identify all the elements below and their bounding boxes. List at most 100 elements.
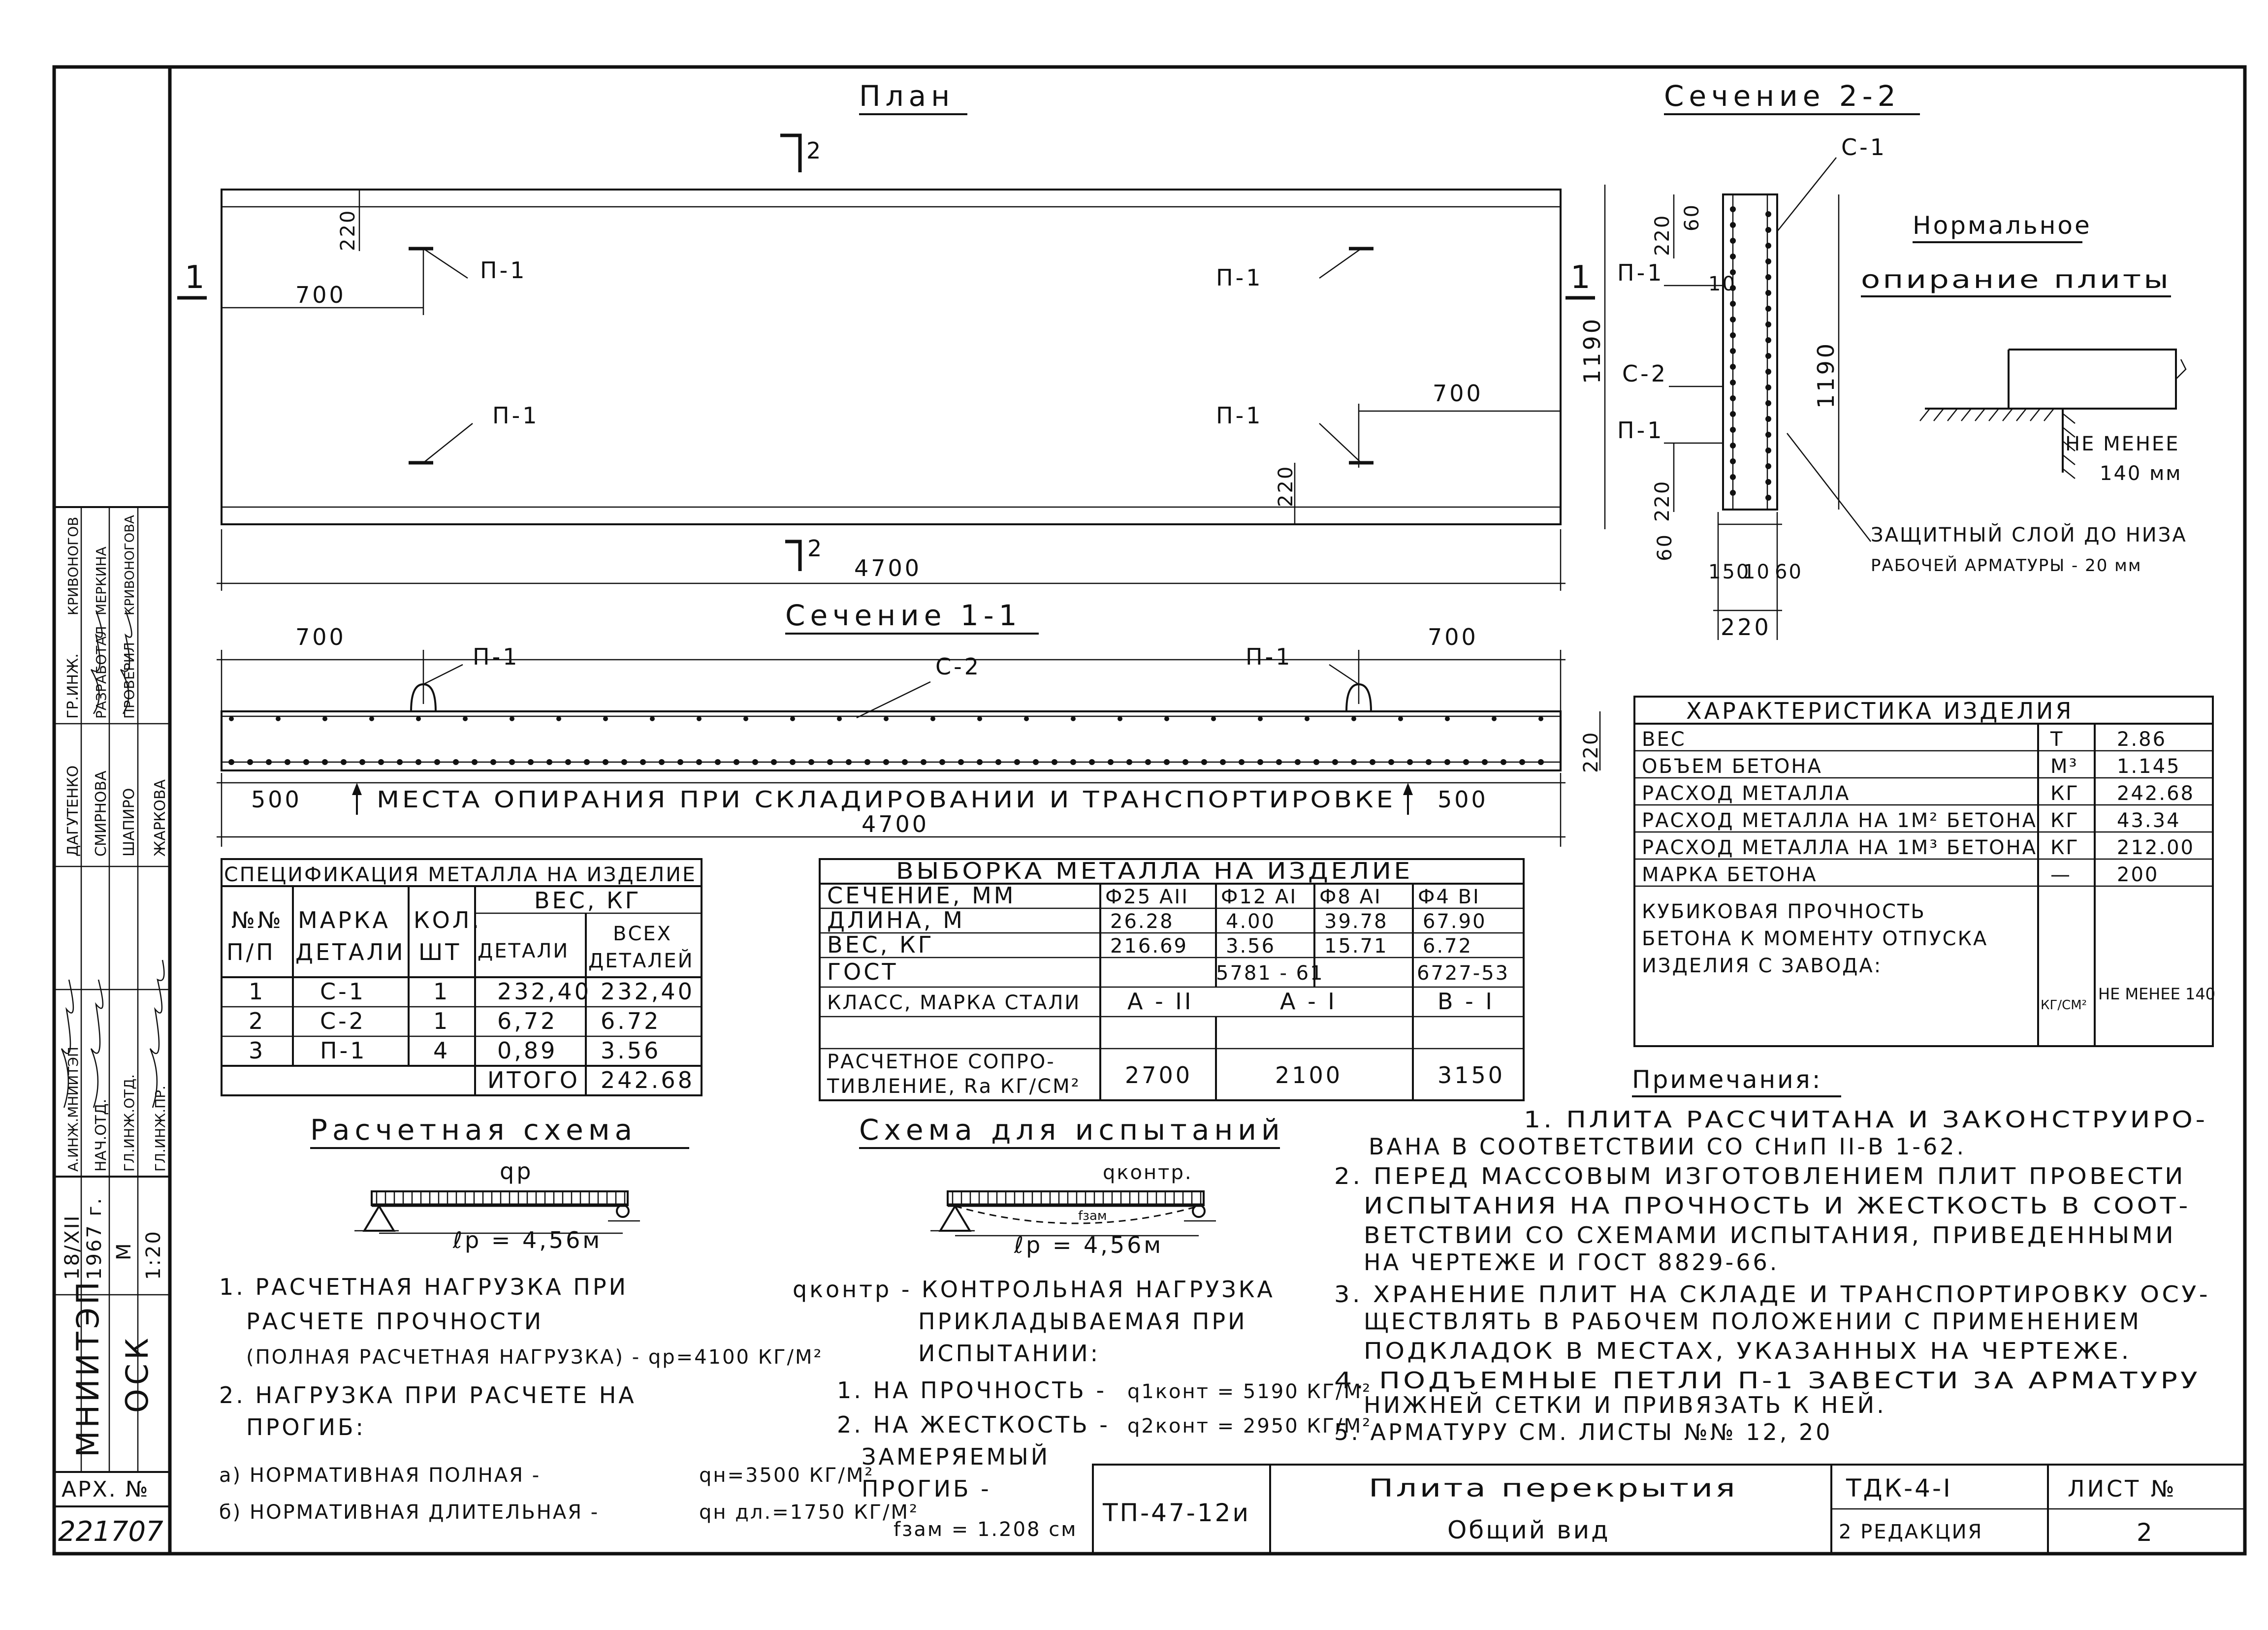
rebar-dot bbox=[640, 759, 646, 765]
rebar-dot bbox=[565, 759, 571, 765]
hatch-line bbox=[1933, 408, 1944, 421]
rebar-dot bbox=[1351, 759, 1357, 765]
section22-p1-bot: П-1 bbox=[1617, 417, 1664, 444]
section11-title: Сечение 1-1 bbox=[785, 599, 1022, 632]
note-line-5: ВЕТСТВИИ СО СХЕМАМИ ИСПЫТАНИЯ, ПРИВЕДЕНН… bbox=[1364, 1222, 2176, 1248]
rebar-dot bbox=[697, 716, 702, 721]
rebar-dot bbox=[1445, 716, 1450, 721]
sidebar-year: 1967 г. bbox=[83, 1197, 106, 1280]
plan-loop-2: П-1 bbox=[492, 402, 539, 429]
tb-sheet-label: ЛИСТ № bbox=[2068, 1475, 2177, 1502]
sel-gost2: 6727-53 bbox=[1417, 962, 1509, 985]
rebar-dot bbox=[1730, 348, 1736, 354]
rebar-dot bbox=[1398, 716, 1403, 721]
section22-d60b: 60 bbox=[1654, 533, 1676, 561]
spec-row-qty: 1 bbox=[433, 1008, 450, 1034]
sel-class2: А - I bbox=[1280, 988, 1337, 1015]
rebar-dot bbox=[790, 716, 795, 721]
rebar-dot bbox=[977, 716, 982, 721]
rebar-dot bbox=[1730, 269, 1736, 275]
test-l2: ПРИКЛАДЫВАЕМАЯ ПРИ bbox=[918, 1308, 1247, 1335]
spec-h-weight: ВЕС, КГ bbox=[534, 887, 641, 914]
section22-d60c: 60 bbox=[1775, 561, 1803, 583]
note-line-1: 1. ПЛИТА РАССЧИТАНА И ЗАКОНСТРУИРО- bbox=[1524, 1106, 2208, 1133]
rebar-dot bbox=[1071, 716, 1076, 721]
char-row-unit: М³ bbox=[2050, 755, 2078, 778]
char-row-name: РАСХОД МЕТАЛЛА НА 1М³ БЕТОНА bbox=[1642, 836, 2037, 859]
calc-l7v: qн дл.=1750 КГ/М² bbox=[699, 1501, 919, 1524]
rebar-dot bbox=[1257, 759, 1263, 765]
hatch-line bbox=[1919, 408, 1930, 421]
rebar-dot bbox=[1765, 479, 1771, 485]
tb-name1: Плита перекрытия bbox=[1369, 1474, 1738, 1502]
rebar-dot bbox=[1519, 759, 1525, 765]
rebar-dot bbox=[1765, 274, 1771, 280]
rebar-dot bbox=[1765, 447, 1771, 453]
char-row-unit: КГ bbox=[2050, 782, 2079, 805]
rebar-dot bbox=[1765, 353, 1771, 359]
support-title1: Нормальное bbox=[1913, 211, 2092, 240]
signature-5 bbox=[149, 959, 165, 1108]
support-note2: 140 мм bbox=[2100, 462, 2182, 485]
sel-weight: 3.56 bbox=[1226, 935, 1276, 958]
sel-class3: В - I bbox=[1437, 988, 1495, 1015]
rebar-dot bbox=[1201, 759, 1207, 765]
hatch-line bbox=[1961, 408, 1972, 421]
plan-cut2-bottom: 2 bbox=[807, 535, 824, 562]
test-span: ℓр = 4,56м bbox=[1014, 1232, 1163, 1258]
rebar-dot bbox=[1211, 716, 1216, 721]
support-detail: Нормальное опирание плиты НЕ МЕНЕЕ 140 м… bbox=[1787, 211, 2187, 575]
rebar-dot bbox=[415, 759, 421, 765]
sidebar-role-3: ГЛ.ИНЖ.ОТД. bbox=[121, 1074, 137, 1172]
test-f: fзам bbox=[1078, 1209, 1107, 1223]
calc-q: qр bbox=[500, 1158, 533, 1184]
char-row-name: ВЕС bbox=[1642, 728, 1686, 751]
rebar-dot bbox=[1730, 317, 1736, 322]
char-row-value: 43.34 bbox=[2117, 809, 2181, 832]
plan-loop-1: П-1 bbox=[480, 257, 527, 284]
rebar-dot bbox=[453, 759, 459, 765]
note-line-10: 4. ПОДЪЕМНЫЕ ПЕТЛИ П-1 ЗАВЕСТИ ЗА АРМАТУ… bbox=[1334, 1367, 2201, 1394]
rebar-dot bbox=[266, 759, 272, 765]
rebar-dot bbox=[1276, 759, 1282, 765]
test-q: qконтр. bbox=[1103, 1161, 1193, 1184]
tb-name2: Общий вид bbox=[1447, 1516, 1610, 1544]
rebar-dot bbox=[1089, 759, 1095, 765]
section11-dim-700-right: 700 bbox=[1428, 624, 1478, 650]
test-l4: 1. НА ПРОЧНОСТЬ - bbox=[837, 1377, 1107, 1404]
rebar-dot bbox=[995, 759, 1001, 765]
note-line-11: НИЖНЕЙ СЕТКИ И ПРИВЯЗАТЬ К НЕЙ. bbox=[1364, 1392, 1886, 1418]
test-l4v: q1конт = 5190 КГ/М² bbox=[1127, 1380, 1372, 1403]
hatch-line bbox=[2062, 468, 2076, 479]
hatch-line bbox=[2062, 454, 2076, 465]
rebar-dot bbox=[621, 759, 627, 765]
char-row-value: 200 bbox=[2117, 863, 2159, 886]
sel-title: ВЫБОРКА МЕТАЛЛА НА ИЗДЕЛИЕ bbox=[896, 858, 1413, 884]
section22-d220b: 220 bbox=[1651, 480, 1674, 522]
rebar-dot bbox=[1407, 759, 1413, 765]
plan-loop-4: П-1 bbox=[1216, 402, 1263, 429]
rebar-dot bbox=[1052, 759, 1057, 765]
rebar-dot bbox=[397, 759, 403, 765]
section11-dim-220: 220 bbox=[1580, 731, 1602, 773]
sidebar-arch-no: 221707 bbox=[58, 1516, 163, 1548]
tb-series: ТДК-4-I bbox=[1846, 1474, 1952, 1502]
rebar-dot bbox=[341, 759, 347, 765]
rebar-dot bbox=[1765, 258, 1771, 264]
rebar-dot bbox=[472, 759, 478, 765]
section11-mesh: С-2 bbox=[935, 653, 981, 680]
rebar-dot bbox=[1118, 716, 1122, 721]
rebar-dot bbox=[1463, 759, 1469, 765]
sidebar-role-2: НАЧ.ОТД. bbox=[93, 1099, 110, 1172]
section22-c2: С-2 bbox=[1622, 360, 1668, 387]
calc-l6v: qн=3500 КГ/М² bbox=[699, 1464, 874, 1487]
section22-c1: С-1 bbox=[1841, 134, 1887, 160]
sidebar-date: 18/XII bbox=[61, 1215, 84, 1280]
rebar-dot bbox=[1730, 490, 1736, 496]
sel-length: 4.00 bbox=[1226, 910, 1276, 933]
rebar-dot bbox=[1730, 458, 1736, 464]
char-row-name: РАСХОД МЕТАЛЛА bbox=[1642, 782, 1850, 805]
plan-cut1-right: 1 bbox=[1570, 259, 1591, 296]
calc-title: Расчетная схема bbox=[310, 1113, 637, 1147]
rebar-dot bbox=[734, 759, 739, 765]
